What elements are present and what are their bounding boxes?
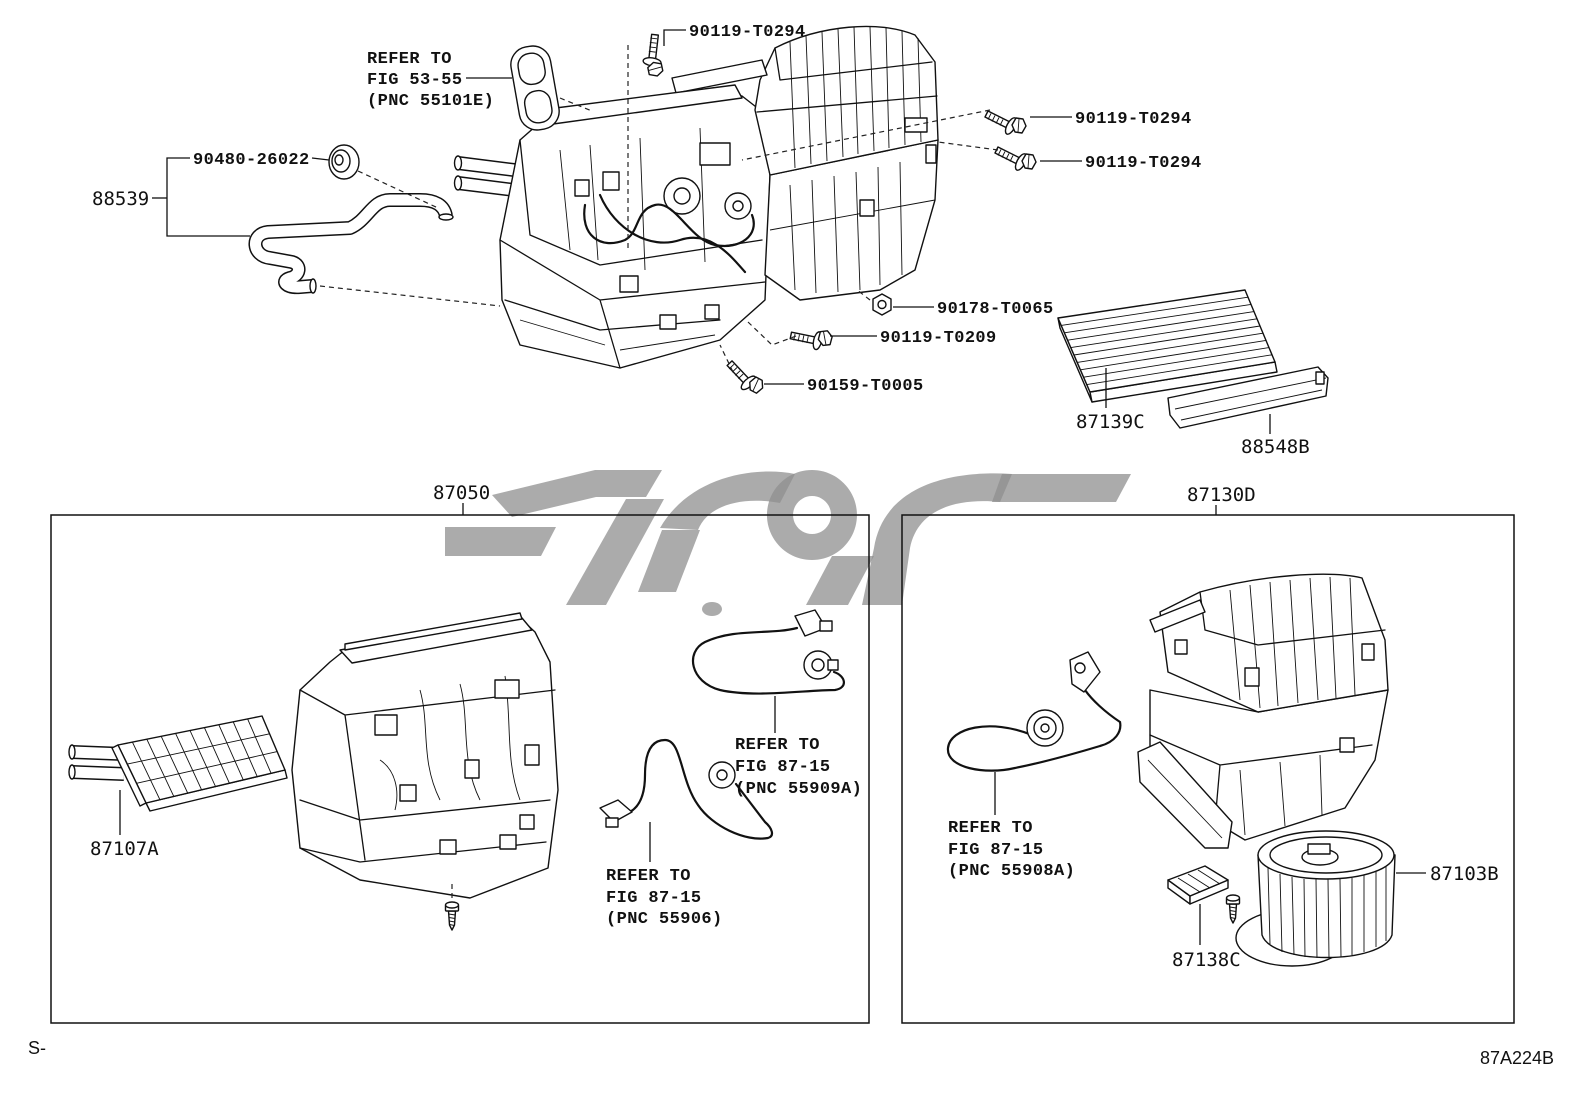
harness-a-reference-line1: REFER TO <box>735 736 820 755</box>
blower-motor <box>1235 830 1396 967</box>
seal-gasket <box>510 45 560 131</box>
harness-c-reference-line1: REFER TO <box>948 819 1033 838</box>
watermark-tail <box>806 556 874 605</box>
watermark-logo <box>445 470 1131 616</box>
label-bolt-bottom: 90159-T0005 <box>807 377 924 396</box>
blower-unit-title: 87130D <box>1187 484 1256 506</box>
label-bolt-right-upper: 90119-T0294 <box>1075 110 1192 129</box>
label-grommet: 90480-26022 <box>193 151 310 170</box>
connector-icon-55908a-round <box>1026 709 1064 747</box>
label-resistor: 87138C <box>1172 949 1241 971</box>
harness-b-reference-line3: (PNC 55906) <box>606 910 723 929</box>
heater-core <box>68 715 288 812</box>
bolt-icon-right-lower <box>994 146 1037 173</box>
bolt-icon-top <box>633 31 673 81</box>
seal-reference-line2: FIG 53-55 <box>367 71 462 90</box>
top-dashed-leaders <box>319 45 999 373</box>
screw-icon-resistor <box>1225 894 1241 924</box>
filter-pleats <box>1061 296 1273 386</box>
grommet-icon <box>328 144 360 180</box>
heater-unit-title: 87050 <box>433 482 490 504</box>
bolt-icon-lower <box>787 321 836 358</box>
fan-blades <box>1267 866 1387 959</box>
label-bolt-lower: 90119-T0209 <box>880 329 997 348</box>
connector-icon-55906-round <box>708 761 736 789</box>
blower-lower-ribs <box>769 161 936 294</box>
label-blower-motor: 87103B <box>1430 863 1499 885</box>
label-bolt-top: 90119-T0294 <box>689 23 806 42</box>
footer-left-mark: S- <box>28 1038 46 1058</box>
wire-harness-55909a <box>691 609 845 695</box>
heater-section-ribs <box>519 127 716 351</box>
harness-c-reference-line2: FIG 87-15 <box>948 841 1043 860</box>
blower-drum-ribs <box>789 26 922 169</box>
harness-b-reference-line1: REFER TO <box>606 867 691 886</box>
unit-wiring <box>583 193 755 274</box>
filter-cover <box>1167 366 1329 429</box>
servo-motors <box>663 177 752 220</box>
connector-icon-55906-plug <box>599 799 633 828</box>
blower-section-lower-housing <box>764 139 939 301</box>
screw-icon-heater <box>444 901 460 931</box>
intake-duct-flange <box>671 59 768 94</box>
bolt-icon-bottom <box>720 359 769 398</box>
hvac-assembly <box>453 25 939 369</box>
harness-a-reference-line2: FIG 87-15 <box>735 758 830 777</box>
watermark-loop <box>766 470 857 560</box>
blower-drum-seam <box>756 47 938 113</box>
label-filter: 87139C <box>1076 411 1145 433</box>
wire-harness-55908a <box>946 651 1122 772</box>
hose-88539 <box>248 193 454 295</box>
seal-reference-line3: (PNC 55101E) <box>367 92 494 111</box>
harness-a-reference-line3: (PNC 55909A) <box>735 780 862 799</box>
watermark-stroke-1 <box>492 470 662 517</box>
watermark-diagonal-1 <box>566 499 664 605</box>
label-hose: 88539 <box>92 188 149 210</box>
watermark-bar-right <box>992 474 1131 502</box>
label-heater-core: 87107A <box>90 838 159 860</box>
watermark-diagonal-2 <box>638 530 700 592</box>
blower-resistor <box>1167 865 1229 905</box>
bolt-icon-right-upper <box>984 110 1027 137</box>
top-leader-lines <box>152 29 1271 434</box>
watermark-bar-left <box>445 527 556 556</box>
label-nut: 90178-T0065 <box>937 300 1054 319</box>
connector-icon-55909a-plug <box>794 609 833 637</box>
heater-housing <box>291 612 559 899</box>
housing-brackets <box>574 117 937 330</box>
watermark-dot <box>702 602 722 616</box>
label-filter-cover: 88548B <box>1241 436 1310 458</box>
heater-section-edges <box>499 139 766 369</box>
blower-drum <box>754 25 939 176</box>
connector-icon-55908a-plug <box>1069 651 1101 693</box>
label-bolt-right-lower: 90119-T0294 <box>1085 154 1202 173</box>
harness-b-reference-line2: FIG 87-15 <box>606 889 701 908</box>
blower-housing <box>1137 573 1389 849</box>
nut-icon <box>872 293 892 316</box>
wire-harness-55906 <box>599 738 774 840</box>
watermark-curve-3 <box>862 473 1012 605</box>
seal-reference-line1: REFER TO <box>367 50 452 69</box>
air-filter <box>1057 289 1278 403</box>
heater-unit-frame <box>50 514 870 1024</box>
blower-unit-frame <box>901 514 1515 1024</box>
figure-code: 87A224B <box>1480 1048 1554 1068</box>
heater-pipes <box>453 155 523 198</box>
heater-core-fins <box>127 718 278 800</box>
connector-icon-55909a-round <box>803 650 839 680</box>
harness-c-reference-line3: (PNC 55908A) <box>948 862 1075 881</box>
